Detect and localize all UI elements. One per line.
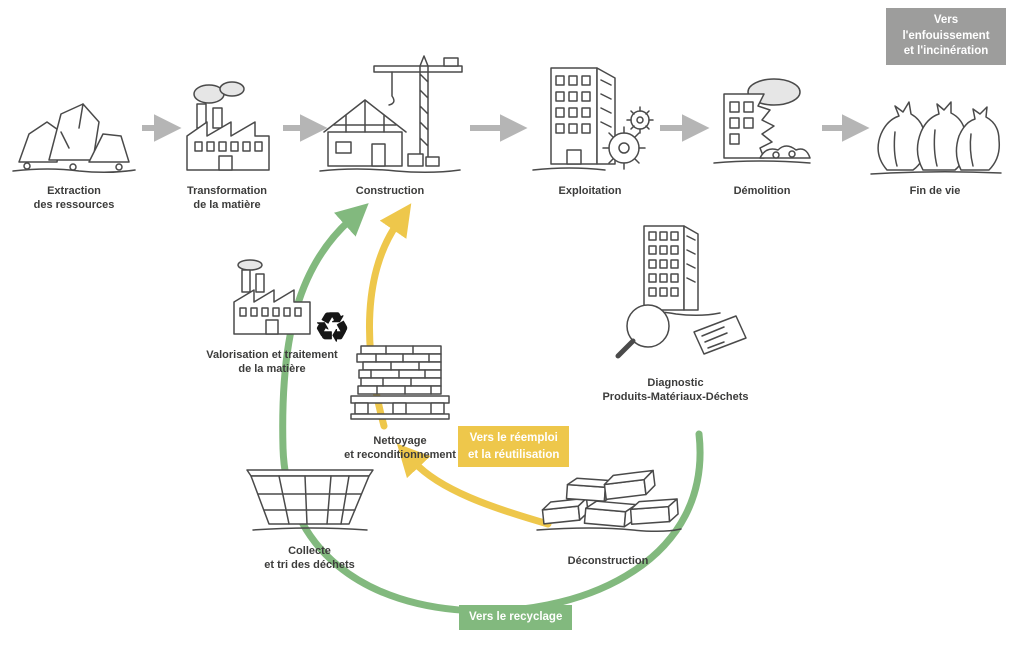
node-label: Diagnostic Produits-Matériaux-Déchets [602, 377, 749, 404]
node-label: Valorisation et traitement de la matière [206, 349, 338, 376]
garbage-bags-icon [870, 101, 1002, 175]
demolished-building-icon [713, 78, 811, 164]
node-collecte: Collecte et tri des déchets [242, 458, 377, 573]
step-extraction: Extraction des ressources [4, 52, 144, 213]
step-construction: Construction [314, 52, 466, 198]
construction-iconwrap [314, 52, 466, 178]
node-diagnostic: Diagnostic Produits-Matériaux-Déchets [588, 222, 763, 405]
pallet-stack-icon [350, 345, 450, 420]
deconstruction-iconwrap [528, 452, 688, 548]
skip-container-icon [245, 469, 374, 531]
exploitation-iconwrap [522, 52, 658, 178]
factory-icon [186, 81, 270, 171]
demolition-iconwrap [704, 52, 820, 178]
step-label: Exploitation [558, 185, 622, 197]
extraction-icon [12, 103, 136, 174]
transformation-iconwrap [168, 52, 286, 178]
fin-de-vie-iconwrap [862, 52, 1008, 178]
node-label: Collecte et tri des déchets [264, 545, 355, 572]
collecte-iconwrap [242, 458, 377, 538]
node-label: Déconstruction [567, 555, 649, 567]
step-transformation: Transformation de la matière [168, 52, 286, 213]
extraction-iconwrap [4, 52, 144, 178]
step-label: Extraction des ressources [33, 185, 115, 212]
node-label: Nettoyage et reconditionnement [344, 435, 456, 462]
step-exploitation: Exploitation [522, 52, 658, 198]
diagnostic-iconwrap [588, 222, 763, 370]
step-label: Fin de vie [909, 185, 961, 197]
nettoyage-iconwrap [332, 330, 468, 428]
node-deconstruction: Déconstruction [528, 452, 688, 568]
step-label: Construction [355, 185, 425, 197]
recycle-badge: Vers le recyclage [459, 605, 573, 630]
reuse-badge: Vers le réemploi et la réutilisation [458, 426, 570, 468]
step-fin-de-vie: Fin de vie [862, 52, 1008, 198]
node-valorisation: ♻ Valorisation et traitement de la matiè… [188, 252, 356, 377]
landfill-incineration-box: Vers l'enfouissement et l'incinération [886, 8, 1006, 65]
step-label: Transformation de la matière [186, 185, 268, 212]
construction-crane-icon [319, 55, 463, 174]
recycle-icon: ♻ [314, 306, 350, 350]
valorisation-iconwrap: ♻ [188, 252, 356, 348]
bricks-pile-icon [536, 469, 682, 533]
recycling-factory-icon [233, 259, 311, 335]
building-gears-icon [532, 67, 654, 171]
step-demolition: Démolition [704, 52, 820, 198]
node-nettoyage: Nettoyage et reconditionnement [332, 330, 468, 463]
diagnostic-magnifier-icon [615, 225, 747, 359]
step-label: Démolition [733, 185, 791, 197]
